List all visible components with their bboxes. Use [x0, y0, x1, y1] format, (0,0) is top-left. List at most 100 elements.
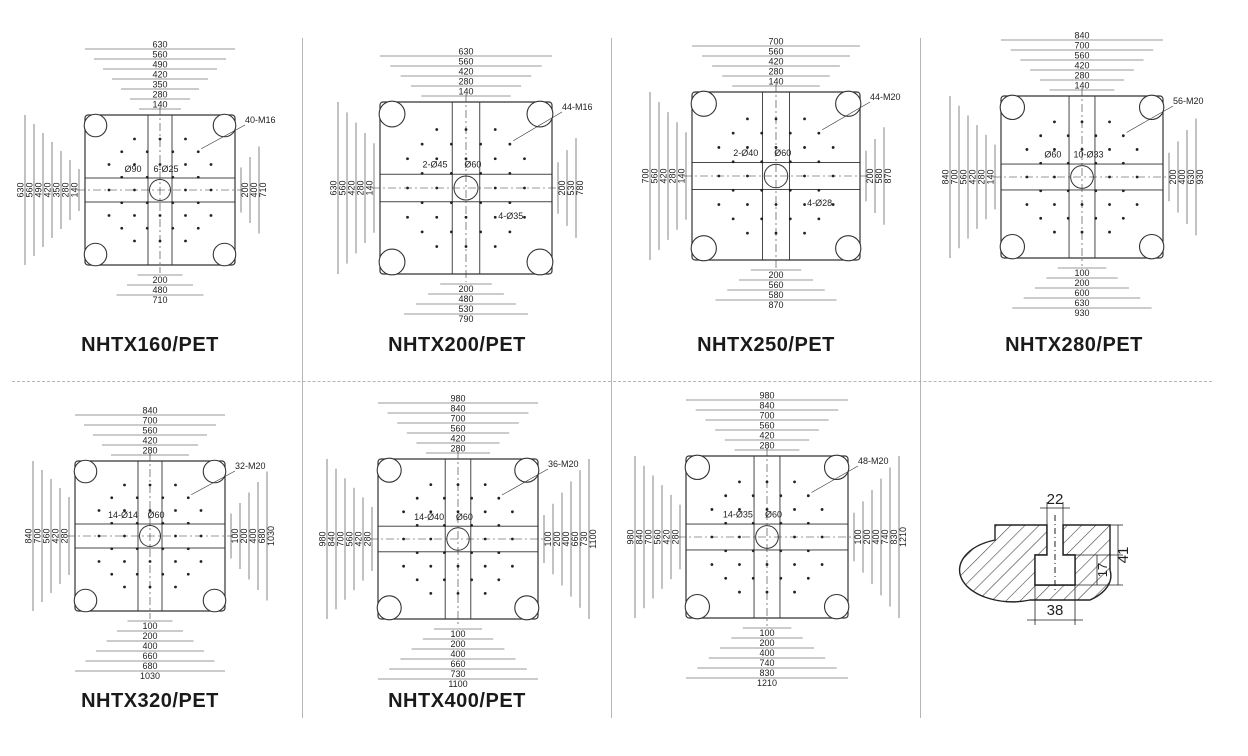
threaded-hole: [1039, 216, 1043, 220]
threaded-hole: [774, 146, 778, 149]
threaded-hole: [174, 585, 177, 589]
threaded-hole: [1108, 203, 1111, 206]
callout-label: 4-Ø28: [807, 198, 832, 208]
callout-label: 48-M20: [858, 456, 889, 466]
threaded-hole: [760, 131, 764, 135]
threaded-hole: [443, 551, 446, 554]
threaded-hole: [817, 131, 821, 135]
threaded-hole: [479, 201, 483, 205]
tie-bar-hole: [212, 242, 237, 267]
callout-label: Ø60: [1044, 150, 1061, 160]
threaded-hole: [107, 163, 111, 166]
threaded-hole: [133, 163, 136, 166]
threaded-hole: [148, 509, 152, 512]
left-dimension-label: 700: [336, 531, 346, 546]
callout-label: 40-M16: [245, 115, 276, 125]
threaded-hole: [803, 117, 806, 121]
threaded-hole: [1025, 203, 1029, 206]
threaded-hole: [110, 521, 114, 525]
top-dimension-label: 140: [152, 100, 167, 110]
left-dimension-label: 700: [950, 169, 960, 184]
left-dimension-label: 140: [986, 169, 996, 184]
tie-bar-hole: [514, 457, 540, 483]
callout-label: 36-M20: [548, 459, 579, 469]
left-dimension-label: 840: [941, 169, 951, 184]
top-dimension-label: 420: [768, 57, 783, 67]
callout-label: 10-Ø33: [1073, 150, 1103, 160]
threaded-hole: [1053, 230, 1056, 234]
tie-bar-hole: [684, 593, 711, 620]
tslot-detail: 22 38 17 41: [958, 491, 1132, 625]
threaded-hole: [406, 215, 409, 219]
threaded-hole: [420, 230, 424, 234]
right-dimension-label: 740: [880, 529, 890, 544]
top-dimension-label: 840: [1074, 31, 1089, 41]
tie-bar-hole: [376, 595, 402, 621]
threaded-hole: [209, 163, 213, 166]
left-dimension-label: 420: [354, 531, 364, 546]
threaded-hole: [731, 131, 735, 135]
tie-bar-hole: [202, 459, 227, 484]
right-dimension-label: 200: [557, 180, 567, 195]
threaded-hole: [717, 203, 721, 206]
threaded-hole: [717, 146, 721, 149]
threaded-hole: [133, 214, 136, 217]
bottom-dimension-label: 100: [759, 628, 774, 638]
threaded-hole: [148, 585, 152, 589]
threaded-hole: [120, 226, 124, 230]
threaded-hole: [1053, 148, 1056, 151]
callout-leader: [191, 470, 236, 496]
threaded-hole: [133, 188, 136, 192]
right-dimension-label: 400: [561, 531, 571, 546]
threaded-hole: [760, 188, 764, 192]
tslot-inner-height: 17: [1095, 563, 1110, 577]
threaded-hole: [738, 563, 741, 566]
tie-bar-hole: [83, 113, 108, 138]
tie-bar-hole: [73, 588, 98, 613]
threaded-hole: [806, 576, 810, 580]
threaded-hole: [402, 564, 405, 568]
threaded-hole: [464, 245, 468, 248]
threaded-hole: [464, 128, 468, 131]
callout-label: 14-Ø40: [414, 512, 444, 522]
threaded-hole: [1121, 216, 1125, 220]
threaded-hole: [186, 547, 190, 551]
bottom-dimension-label: 870: [768, 300, 783, 310]
top-dimension-label: 700: [759, 411, 774, 421]
tie-bar-hole: [212, 113, 237, 138]
right-dimension-label: 1100: [588, 529, 598, 548]
threaded-hole: [511, 537, 514, 541]
right-dimension-label: 200: [240, 182, 250, 197]
threaded-hole: [120, 150, 124, 154]
left-dimension-label: 490: [34, 182, 44, 197]
threaded-hole: [746, 174, 749, 178]
top-dimension-label: 140: [458, 87, 473, 97]
threaded-hole: [123, 534, 126, 538]
threaded-hole: [710, 535, 714, 539]
left-dimension-label: 700: [644, 529, 654, 544]
threaded-hole: [184, 188, 187, 192]
threaded-hole: [161, 496, 165, 500]
callout-label: 14-Ø14: [108, 510, 138, 520]
left-dimension-label: 560: [650, 168, 660, 183]
top-dimension-label: 560: [152, 50, 167, 60]
tie-bar-hole: [835, 235, 862, 262]
left-dimension-label: 560: [25, 182, 35, 197]
threaded-hole: [470, 551, 473, 554]
threaded-hole: [1039, 161, 1043, 165]
threaded-hole: [449, 142, 453, 146]
tie-bar-hole: [690, 235, 717, 262]
threaded-hole: [1066, 134, 1070, 138]
top-dimension-label: 840: [142, 406, 157, 416]
threaded-hole: [435, 157, 439, 161]
tie-bar-hole: [202, 588, 227, 613]
threaded-hole: [464, 215, 468, 219]
threaded-hole: [806, 494, 810, 498]
threaded-hole: [429, 537, 433, 541]
